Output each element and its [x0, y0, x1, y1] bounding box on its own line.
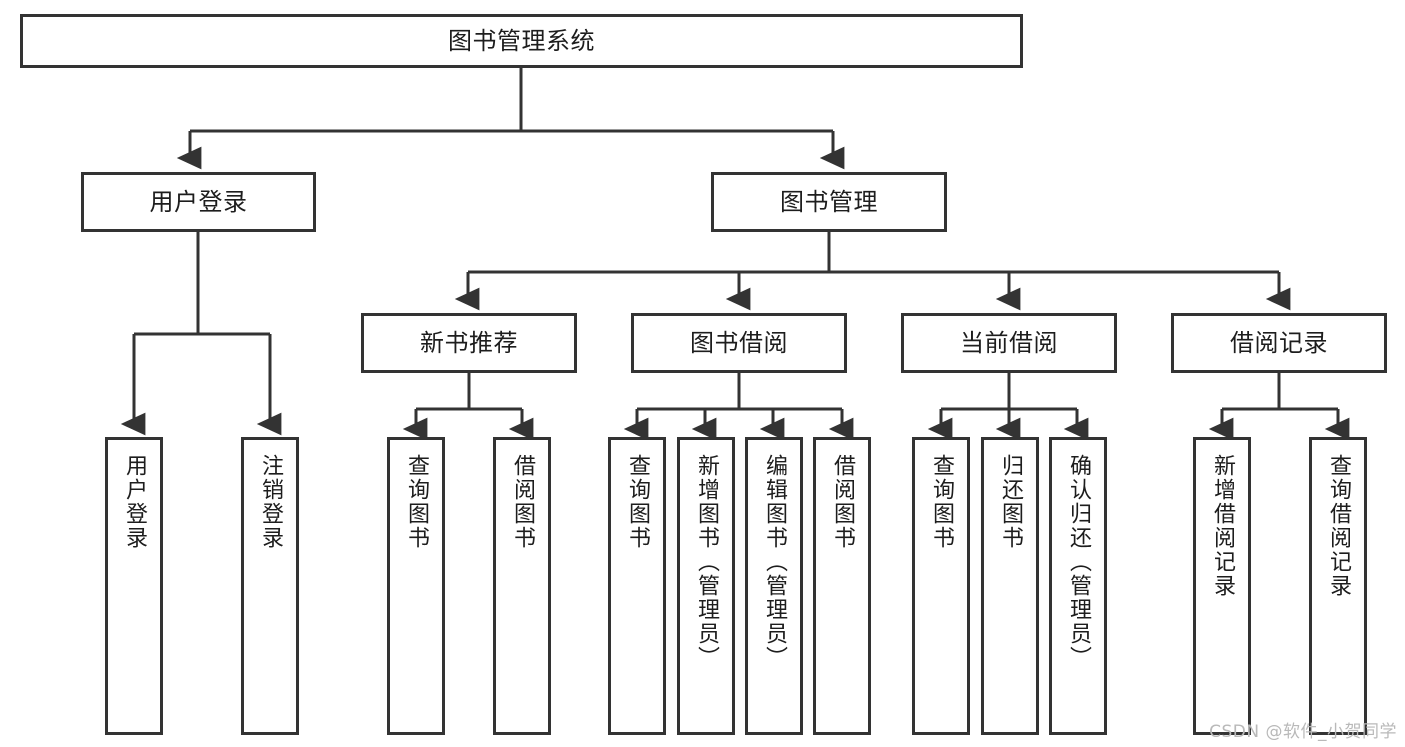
leaf-query-book-current[interactable]: 查询图书	[912, 437, 970, 735]
node-label: 新增图书（管理员）	[694, 454, 719, 670]
leaf-borrow-book[interactable]: 借阅图书	[813, 437, 871, 735]
leaf-query-book-recommend[interactable]: 查询图书	[387, 437, 445, 735]
leaf-borrow-book-recommend[interactable]: 借阅图书	[493, 437, 551, 735]
node-label: 借阅图书	[830, 454, 855, 550]
node-label: 查询图书	[929, 454, 954, 550]
leaf-query-borrow-record[interactable]: 查询借阅记录	[1309, 437, 1367, 735]
node-book-borrow[interactable]: 图书借阅	[631, 313, 847, 373]
node-label: 归还图书	[998, 454, 1023, 550]
node-label: 当前借阅	[960, 328, 1058, 357]
leaf-add-book-admin[interactable]: 新增图书（管理员）	[677, 437, 735, 735]
node-book-management[interactable]: 图书管理	[711, 172, 947, 232]
leaf-confirm-return-admin[interactable]: 确认归还（管理员）	[1049, 437, 1107, 735]
node-label: 图书管理系统	[448, 26, 595, 55]
node-label: 查询借阅记录	[1326, 454, 1351, 598]
node-label: 确认归还（管理员）	[1066, 454, 1091, 670]
node-label: 用户登录	[149, 187, 248, 216]
leaf-user-login[interactable]: 用户登录	[105, 437, 163, 735]
node-label: 借阅记录	[1230, 328, 1328, 357]
node-label: 图书借阅	[690, 328, 788, 357]
leaf-edit-book-admin[interactable]: 编辑图书（管理员）	[745, 437, 803, 735]
leaf-return-book[interactable]: 归还图书	[981, 437, 1039, 735]
node-label: 借阅图书	[510, 454, 535, 550]
node-label: 查询图书	[625, 454, 650, 550]
node-borrow-record[interactable]: 借阅记录	[1171, 313, 1387, 373]
leaf-logout[interactable]: 注销登录	[241, 437, 299, 735]
node-label: 新增借阅记录	[1210, 454, 1235, 598]
leaf-add-borrow-record[interactable]: 新增借阅记录	[1193, 437, 1251, 735]
node-label: 新书推荐	[420, 328, 518, 357]
node-user-login[interactable]: 用户登录	[81, 172, 316, 232]
node-label: 注销登录	[258, 454, 283, 550]
node-label: 图书管理	[780, 187, 878, 216]
node-label: 用户登录	[122, 454, 147, 550]
csdn-watermark: CSDN @软件_小贺同学	[1209, 722, 1397, 742]
node-label: 编辑图书（管理员）	[762, 454, 787, 670]
leaf-query-book-borrow[interactable]: 查询图书	[608, 437, 666, 735]
node-root-system[interactable]: 图书管理系统	[20, 14, 1023, 68]
node-new-book-recommend[interactable]: 新书推荐	[361, 313, 577, 373]
node-current-borrow[interactable]: 当前借阅	[901, 313, 1117, 373]
node-label: 查询图书	[404, 454, 429, 550]
